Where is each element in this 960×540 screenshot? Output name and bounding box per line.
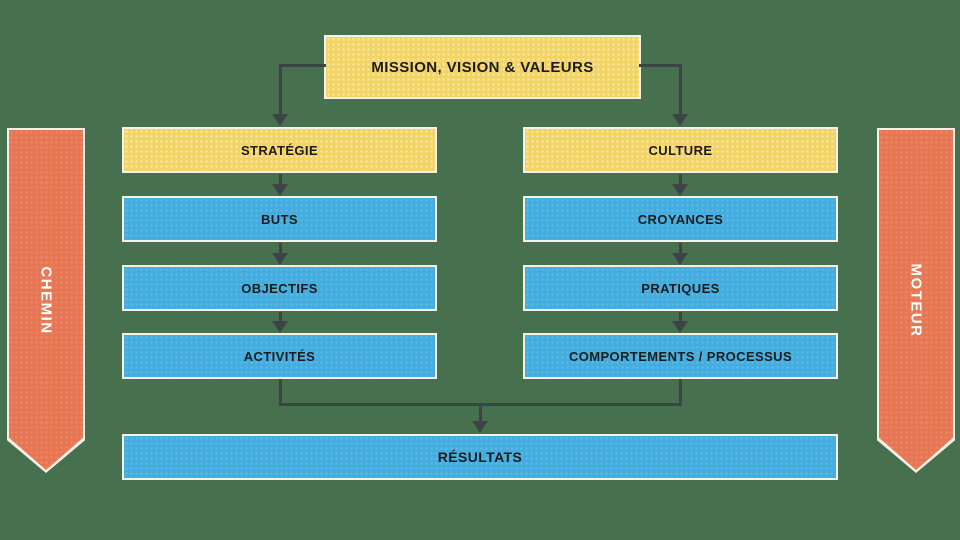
connector-line <box>679 379 682 406</box>
culture-box: CULTURE <box>523 127 838 173</box>
connector-line <box>279 174 282 184</box>
results-box: RÉSULTATS <box>122 434 838 480</box>
arrow-down-icon <box>672 114 688 126</box>
strategy-box: STRATÉGIE <box>122 127 437 173</box>
connector-line <box>279 64 326 67</box>
activities-box: ACTIVITÉS <box>122 333 437 379</box>
arrow-down-icon <box>672 321 688 333</box>
mission-box: MISSION, VISION & VALEURS <box>324 35 641 99</box>
path-ribbon-label: CHEMIN <box>37 265 55 335</box>
mission-label: MISSION, VISION & VALEURS <box>371 58 594 76</box>
connector-line <box>639 64 682 67</box>
strategy-label: STRATÉGIE <box>240 142 319 158</box>
connector-line <box>679 312 682 321</box>
beliefs-label: CROYANCES <box>637 211 724 227</box>
connector-line <box>279 312 282 321</box>
connector-line <box>679 243 682 253</box>
objectives-box: OBJECTIFS <box>122 265 437 311</box>
results-label: RÉSULTATS <box>437 449 523 465</box>
goals-label: BUTS <box>261 211 298 227</box>
engine-ribbon: MOTEUR <box>877 128 955 473</box>
culture-label: CULTURE <box>648 142 713 158</box>
objectives-label: OBJECTIFS <box>241 280 318 296</box>
arrow-down-icon <box>272 184 288 196</box>
arrow-down-icon <box>672 253 688 265</box>
behaviors-processes-box: COMPORTEMENTS / PROCESSUS <box>523 333 838 379</box>
path-ribbon: CHEMIN <box>7 128 85 473</box>
goals-box: BUTS <box>122 196 437 242</box>
arrow-down-icon <box>272 114 288 126</box>
arrow-down-icon <box>272 253 288 265</box>
activities-label: ACTIVITÉS <box>243 348 316 364</box>
arrow-down-icon <box>672 184 688 196</box>
connector-line <box>679 64 682 114</box>
connector-line <box>279 64 282 114</box>
engine-ribbon-fill: MOTEUR <box>879 130 953 470</box>
arrow-down-icon <box>272 321 288 333</box>
connector-line <box>279 243 282 253</box>
behaviors-processes-label: COMPORTEMENTS / PROCESSUS <box>568 348 793 364</box>
connector-line <box>279 379 282 406</box>
practices-label: PRATIQUES <box>641 280 720 296</box>
connector-line <box>479 403 482 421</box>
engine-ribbon-label: MOTEUR <box>907 263 925 337</box>
practices-box: PRATIQUES <box>523 265 838 311</box>
beliefs-box: CROYANCES <box>523 196 838 242</box>
arrow-down-icon <box>472 421 488 433</box>
path-ribbon-fill: CHEMIN <box>9 130 83 470</box>
connector-line <box>679 174 682 184</box>
